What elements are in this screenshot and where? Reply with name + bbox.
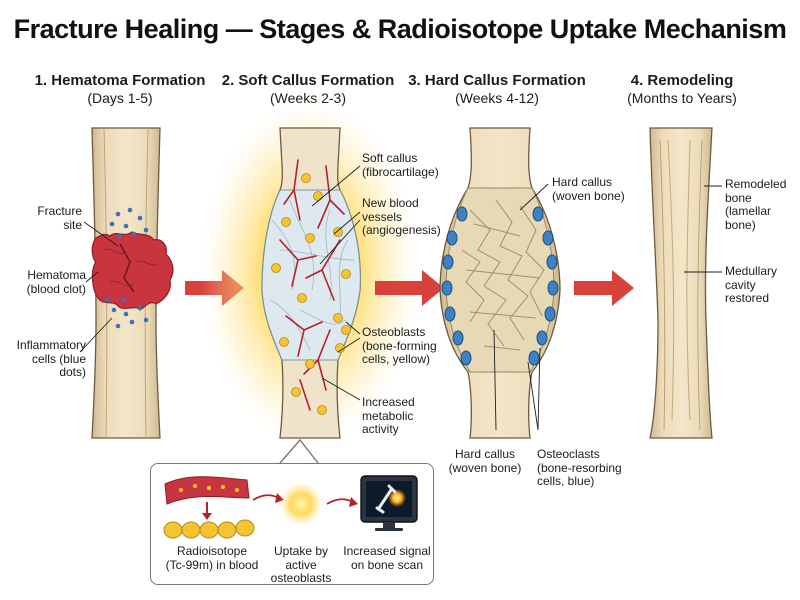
stage-4-header: 4. Remodeling (Months to Years) [582, 72, 782, 106]
curve-arrowhead-icon [349, 497, 358, 507]
label-line: cavity [725, 277, 756, 292]
label-line: restored [725, 291, 770, 305]
label-line: cells (blue [31, 351, 86, 366]
label-medullary-cavity: Medullary cavity restored [725, 264, 797, 306]
label-line: (blood clot) [26, 281, 86, 296]
label-line: (bone-forming [362, 338, 437, 353]
hematoma-clot [91, 231, 174, 311]
label-line: cells, blue) [537, 474, 595, 488]
label-line: Remodeled [725, 177, 787, 191]
label-line: Uptake by [273, 544, 329, 558]
label-line: vessels [362, 209, 403, 224]
inset-pointer [279, 438, 319, 464]
label-metabolic-activity: Increased metabolic activity [362, 395, 462, 437]
stage-4-bone [649, 127, 713, 439]
uptake-mechanism-inset: Radioisotope (Tc-99m) in blood Uptake by… [150, 463, 434, 585]
diagram-title: Fracture Healing — Stages & Radioisotope… [13, 14, 787, 44]
stage-1-time: (Days 1-5) [87, 90, 153, 106]
label-osteoclasts: Osteoclasts (bone-resorbing cells, blue) [537, 447, 647, 489]
label-line: New blood [362, 196, 419, 210]
bone-scan-monitor-icon [360, 475, 418, 531]
label-line: bone [725, 190, 752, 205]
stage-3-time: (Weeks 4-12) [455, 90, 539, 106]
stage-1-leaders [79, 221, 119, 353]
inset-label-radioisotope: Radioisotope (Tc-99m) in blood [157, 544, 267, 572]
label-inflammatory-cells: Inflammatory cells (blue dots) [4, 338, 86, 380]
label-line: (woven bone) [552, 188, 625, 203]
inset-label-signal: Increased signal on bone scan [341, 544, 433, 572]
label-line: Osteoblasts [362, 325, 426, 339]
stage-1-title: 1. Hematoma Formation [34, 72, 206, 89]
label-line: on bone scan [350, 557, 424, 572]
inflammatory-cells [105, 207, 149, 329]
label-hard-callus-top: Hard callus (woven bone) [552, 175, 642, 203]
curve-arrow-icon [252, 494, 280, 501]
osteoblast-cells [271, 173, 351, 415]
label-line: Soft callus [362, 151, 418, 165]
blood-vessel-icon [164, 476, 250, 505]
inset-graphics [163, 475, 418, 539]
down-arrowhead-icon [202, 513, 212, 520]
label-remodeled-bone: Remodeled bone (lamellar bone) [725, 177, 797, 232]
label-line: Hard callus [454, 447, 516, 461]
osteoclast-cells [441, 206, 559, 366]
label-line: metabolic [362, 408, 414, 423]
uptake-glow-icon [279, 482, 323, 526]
label-line: (fibrocartilage) [362, 164, 439, 179]
label-line: (bone-resorbing [537, 460, 622, 475]
label-line: (Tc-99m) in blood [165, 557, 259, 572]
label-hard-callus-bottom: Hard callus (woven bone) [440, 447, 530, 475]
stage-2-leaders [311, 165, 361, 401]
label-line: (angiogenesis) [362, 223, 441, 237]
label-line: dots) [59, 365, 86, 379]
label-line: Fracture [37, 204, 82, 218]
label-line: Hard callus [552, 175, 613, 189]
label-line: Hematoma [27, 268, 86, 282]
stage-4-title: 4. Remodeling [630, 72, 734, 89]
stage-4-leaders [684, 185, 722, 273]
stage-2-title: 2. Soft Callus Formation [221, 72, 395, 89]
label-line: active osteoblasts [270, 557, 332, 585]
label-line: Osteoclasts [537, 447, 600, 461]
stage-arrow-3 [574, 270, 634, 306]
label-line: bone) [725, 217, 756, 232]
label-new-blood-vessels: New blood vessels (angiogenesis) [362, 196, 462, 238]
stage-1-header: 1. Hematoma Formation (Days 1-5) [20, 72, 220, 106]
stage-3-header: 3. Hard Callus Formation (Weeks 4-12) [397, 72, 597, 106]
label-line: cells, yellow) [362, 352, 431, 366]
woven-bone-texture [461, 199, 545, 351]
label-line: Radioisotope [176, 544, 248, 558]
label-line: site [63, 217, 82, 232]
stage-3-leaders [493, 183, 549, 431]
label-osteoblasts: Osteoblasts (bone-forming cells, yellow) [362, 325, 462, 367]
label-line: Increased signal [343, 544, 431, 558]
label-line: (lamellar [725, 204, 772, 218]
stage-arrow-2 [375, 270, 444, 306]
curve-arrow-icon [326, 498, 354, 505]
label-fracture-site: Fracture site [14, 204, 82, 232]
osteoblast-row-icon [163, 519, 255, 539]
stage-4-time: (Months to Years) [627, 90, 737, 106]
label-line: Increased [362, 395, 415, 409]
label-line: (woven bone) [448, 460, 522, 475]
label-line: Inflammatory [16, 338, 86, 352]
label-hematoma: Hematoma (blood clot) [4, 268, 86, 296]
label-line: activity [362, 422, 399, 436]
label-soft-callus: Soft callus (fibrocartilage) [362, 151, 462, 179]
label-line: Medullary [725, 264, 778, 278]
inset-label-uptake: Uptake by active osteoblasts [255, 544, 347, 586]
stage-3-title: 3. Hard Callus Formation [408, 72, 586, 89]
